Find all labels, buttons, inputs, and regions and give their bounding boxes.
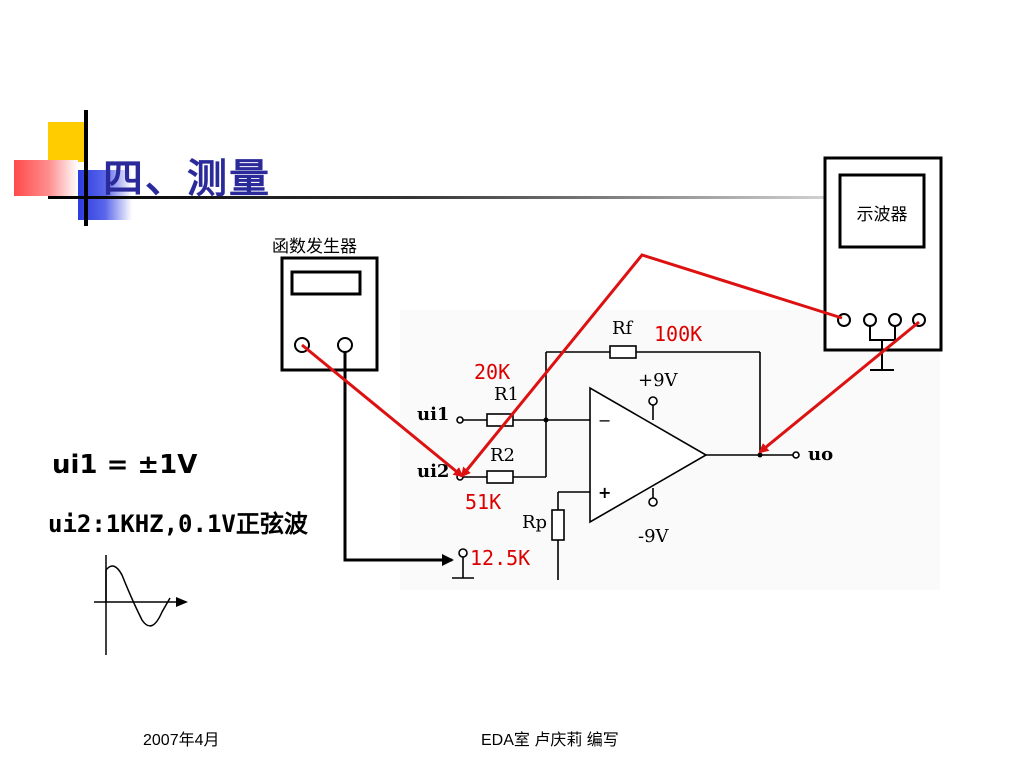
- rf-resistor: [609, 345, 637, 359]
- red-probe-wires: [301, 253, 920, 478]
- title-deco-vertical-line: [84, 110, 88, 226]
- rf-label: Rf: [612, 318, 633, 339]
- function-generator-label: 函数发生器: [272, 237, 357, 257]
- vpos-label: +9V: [638, 370, 678, 391]
- ui2-formula-text: ui2:1KHZ,0.1V正弦波: [48, 510, 308, 538]
- oscilloscope-ground: [869, 326, 896, 371]
- ui1-formula-text: ui1 = ±1V: [52, 450, 198, 480]
- rp-label: Rp: [522, 512, 548, 533]
- uo-label: uo: [808, 444, 834, 465]
- ui1-formula: ui1 = ±1V: [52, 450, 197, 480]
- r1-label: R1: [494, 384, 520, 405]
- ui2-formula: ui2:1KHZ,0.1V正弦波: [48, 504, 308, 539]
- r2-label: R2: [490, 445, 516, 466]
- sine-sketch: [94, 555, 188, 655]
- title-deco-yellow-square: [48, 122, 88, 162]
- oscilloscope-terminal-3: [888, 313, 902, 327]
- op-amp-minus: −: [598, 411, 611, 430]
- function-generator: [280, 256, 379, 372]
- output-node: [757, 452, 763, 458]
- function-generator-terminal-2: [337, 337, 353, 353]
- op-amp: [589, 386, 708, 524]
- title-underline: [48, 196, 948, 199]
- rf-value: 100K: [654, 322, 703, 346]
- function-generator-display: [290, 270, 362, 296]
- r1-value: 20K: [474, 360, 511, 384]
- ui1-label: ui1: [417, 404, 450, 425]
- oscilloscope: [823, 156, 943, 371]
- vneg-label: -9V: [638, 526, 669, 547]
- oscilloscope-terminal-2: [863, 313, 877, 327]
- r2-resistor: [486, 470, 514, 484]
- rp-value: 12.5K: [470, 546, 531, 570]
- op-amp-plus: +: [598, 483, 611, 502]
- oscilloscope-label: 示波器: [857, 205, 908, 225]
- ui2-label: ui2: [417, 461, 450, 482]
- slide-title: 四、测量: [103, 155, 271, 202]
- generator-ground-lead: [343, 352, 454, 566]
- r2-value: 51K: [465, 490, 502, 514]
- footer-date: 2007年4月: [143, 732, 220, 749]
- title-deco-red-bar: [14, 160, 78, 196]
- rp-resistor: [551, 509, 565, 541]
- footer-author: EDA室 卢庆莉 编写: [481, 732, 619, 749]
- circuit-wires: [452, 345, 800, 580]
- oscilloscope-screen: [838, 173, 926, 249]
- junction-node: [543, 417, 549, 423]
